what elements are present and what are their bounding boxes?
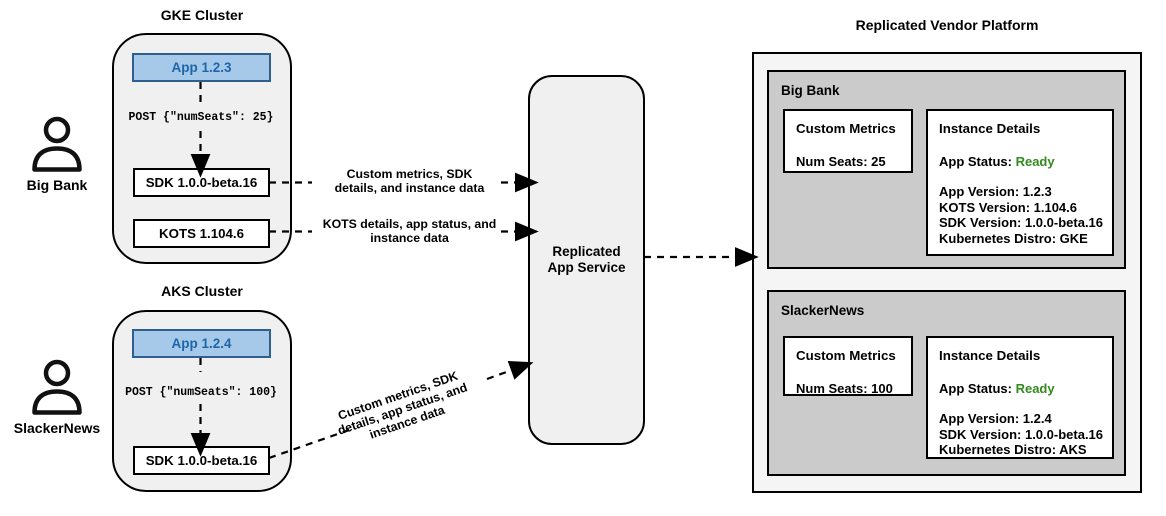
custom-metrics-title: Custom Metrics — [796, 121, 896, 136]
detail-row: Kubernetes Distro: GKE — [939, 230, 1088, 246]
aks-sdk-node: SDK 1.0.0-beta.16 — [133, 446, 270, 475]
vendor-platform-box: Big Bank Custom Metrics Num Seats: 25 In… — [752, 52, 1142, 493]
app-status-value: Ready — [1015, 154, 1055, 169]
platform-section-big-bank: Big Bank Custom Metrics Num Seats: 25 In… — [767, 70, 1126, 269]
slackernews-instance-details-box: Instance Details App Status: Ready App V… — [926, 336, 1114, 459]
gke-post-request-label: POST {"numSeats": 25} — [128, 111, 274, 124]
section-name-slackernews: SlackerNews — [781, 303, 865, 318]
section-name-big-bank: Big Bank — [781, 83, 840, 98]
detail-row: KOTS Version: 1.104.6 — [939, 199, 1078, 215]
instance-details-rows: App Version: 1.2.3 KOTS Version: 1.104.6… — [939, 184, 1104, 246]
slackernews-custom-metrics-box: Custom Metrics Num Seats: 100 — [783, 336, 913, 396]
aks-post-request-label: POST {"numSeats": 100} — [125, 386, 277, 399]
vendor-platform-title: Replicated Vendor Platform — [855, 17, 1039, 33]
replicated-app-service-box: Replicated App Service — [528, 75, 645, 445]
app-status-row: App Status: Ready — [939, 381, 1101, 396]
app-status-label: App Status: — [939, 381, 1012, 396]
flow-label-aks-sdk-to-service: Custom metrics, SDK details, app status,… — [335, 368, 470, 442]
app-status-label: App Status: — [939, 154, 1012, 169]
num-seats-value: Num Seats: 100 — [796, 381, 893, 396]
instance-details-title: Instance Details — [939, 121, 1041, 136]
actor-label-slackernews: SlackerNews — [13, 420, 101, 436]
slackernews-user-icon — [32, 359, 82, 415]
gke-kots-node: KOTS 1.104.6 — [133, 219, 270, 248]
gke-sdk-node: SDK 1.0.0-beta.16 — [133, 168, 270, 197]
app-status-row: App Status: Ready — [939, 154, 1101, 169]
big-bank-user-icon — [32, 116, 82, 172]
instance-details-rows: App Version: 1.2.4 SDK Version: 1.0.0-be… — [939, 411, 1104, 458]
actor-label-big-bank: Big Bank — [26, 177, 88, 193]
aks-flow-arrow — [486, 361, 534, 381]
detail-row: Kubernetes Distro: AKS — [939, 442, 1087, 457]
platform-section-slackernews: SlackerNews Custom Metrics Num Seats: 10… — [767, 290, 1126, 476]
num-seats-value: Num Seats: 25 — [796, 154, 886, 169]
gke-cluster-title: GKE Cluster — [160, 7, 244, 23]
flow-label-kots-to-service: KOTS details, app status, and instance d… — [322, 217, 497, 245]
replicated-app-service-label: Replicated App Service — [547, 244, 626, 275]
detail-row: SDK Version: 1.0.0-beta.16 — [939, 215, 1104, 230]
big-bank-custom-metrics-box: Custom Metrics Num Seats: 25 — [783, 109, 913, 173]
detail-row: SDK Version: 1.0.0-beta.16 — [939, 426, 1104, 442]
aks-cluster-title: AKS Cluster — [161, 283, 243, 299]
instance-details-title: Instance Details — [939, 348, 1041, 363]
big-bank-instance-details-box: Instance Details App Status: Ready App V… — [926, 109, 1114, 256]
gke-app-node: App 1.2.3 — [132, 53, 271, 82]
detail-row: App Version: 1.2.4 — [939, 411, 1052, 426]
detail-row: App Version: 1.2.3 — [939, 184, 1052, 199]
custom-metrics-title: Custom Metrics — [796, 348, 896, 363]
app-status-value: Ready — [1015, 381, 1055, 396]
flow-label-sdk-to-service: Custom metrics, SDK details, and instanc… — [334, 167, 485, 195]
aks-app-node: App 1.2.4 — [132, 329, 271, 358]
